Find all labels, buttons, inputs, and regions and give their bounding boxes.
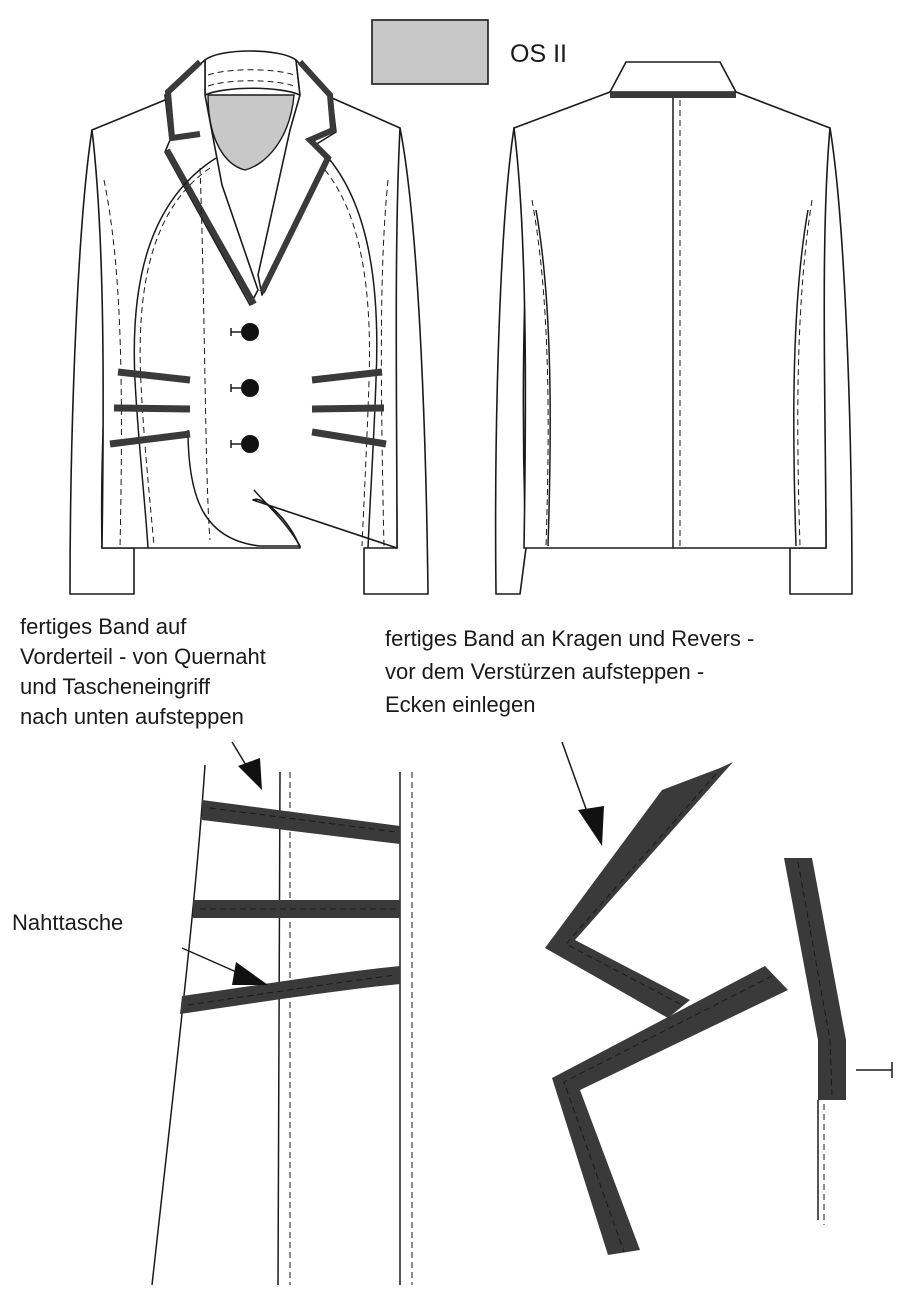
jacket-back-view bbox=[494, 61, 853, 595]
revers-band-strip bbox=[784, 858, 846, 1100]
collar-band-note-line-2: vor dem Verstürzen aufsteppen - bbox=[385, 659, 704, 684]
front-horizontal-bands-left bbox=[109, 368, 191, 448]
front-collar-stand bbox=[204, 50, 301, 96]
front-band-note-line-2: Vorderteil - von Quernaht bbox=[20, 644, 266, 669]
legend-swatch bbox=[371, 19, 489, 85]
front-buttons bbox=[230, 323, 259, 453]
detail-band-upper bbox=[202, 800, 400, 844]
jacket-front-view bbox=[69, 50, 429, 595]
neckline-contrast-fabric bbox=[207, 94, 295, 171]
pocket-label: Nahttasche bbox=[12, 910, 123, 935]
front-band-note-line-4: nach unten aufsteppen bbox=[20, 704, 244, 729]
front-lapel-band-right bbox=[259, 59, 337, 294]
front-lapel-band-left bbox=[164, 59, 257, 306]
front-detail-view bbox=[151, 741, 413, 1286]
front-horizontal-bands-right bbox=[311, 368, 387, 448]
front-hem-curve bbox=[187, 429, 302, 547]
front-band-note-line-3: und Tascheneingriff bbox=[20, 674, 211, 699]
front-band-note-line-1: fertiges Band auf bbox=[20, 614, 187, 639]
front-left-princess-seam bbox=[133, 157, 217, 549]
legend: OS II bbox=[371, 19, 567, 85]
front-band-note: fertiges Band auf Vorderteil - von Quern… bbox=[20, 614, 266, 729]
collar-band-note-line-1: fertiges Band an Kragen und Revers - bbox=[385, 626, 754, 651]
collar-band-note: fertiges Band an Kragen und Revers - vor… bbox=[385, 626, 754, 717]
collar-band-upper bbox=[545, 762, 733, 1018]
button-1 bbox=[241, 323, 259, 341]
button-2 bbox=[241, 379, 259, 397]
collar-band-arrow bbox=[561, 741, 604, 846]
back-collar bbox=[609, 61, 737, 93]
detail-seam-line bbox=[277, 771, 281, 1286]
button-3 bbox=[241, 435, 259, 453]
pocket-arrow bbox=[181, 947, 268, 985]
front-band-arrow bbox=[231, 741, 262, 790]
collar-detail-view bbox=[545, 741, 893, 1255]
button-mark bbox=[856, 1062, 893, 1078]
legend-label: OS II bbox=[510, 40, 567, 68]
detail-band-middle bbox=[193, 900, 400, 918]
back-body bbox=[513, 91, 831, 549]
collar-band-note-line-3: Ecken einlegen bbox=[385, 692, 535, 717]
detail-front-edge bbox=[151, 764, 206, 1286]
collar-band-lower bbox=[552, 966, 788, 1255]
